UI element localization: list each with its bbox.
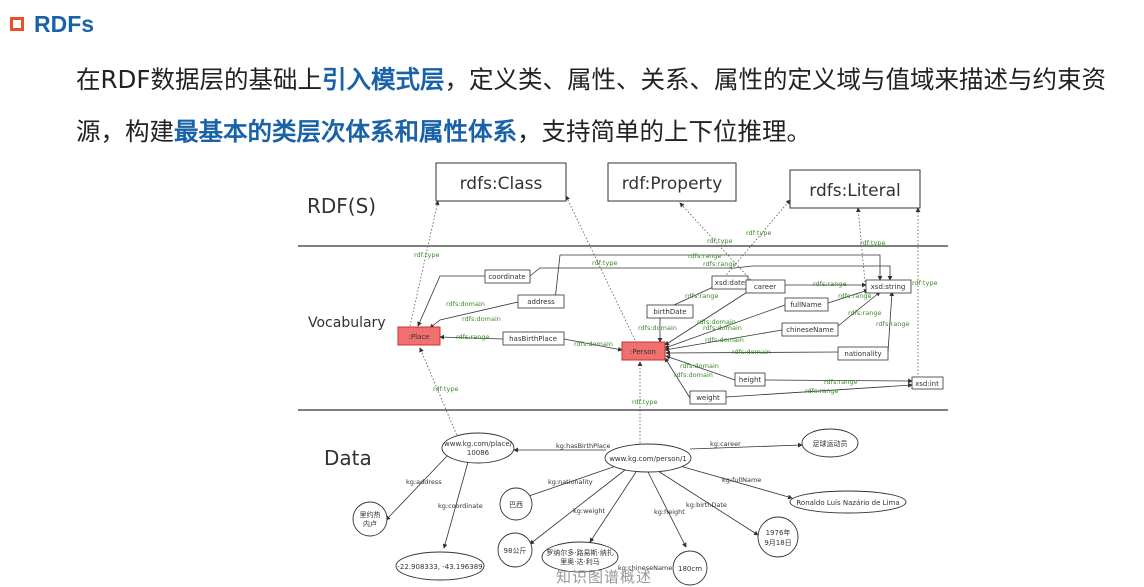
- schema-literal-label: rdfs:Literal: [809, 181, 901, 201]
- schema-literal-box: rdfs:Literal: [789, 169, 921, 209]
- edge-label-height-domain: rdfs:domain: [680, 362, 719, 370]
- vocabulary-edges: [417, 254, 913, 399]
- type-xsd-date: xsd:date: [715, 279, 745, 287]
- edge-label-nationality: kg:nationality: [548, 478, 593, 486]
- edge-label-person-type: rdf:type: [592, 259, 617, 267]
- edge-label-coordinate: kg:coordinate: [438, 502, 483, 510]
- intro-text-1: 在RDF数据层的基础上: [76, 65, 322, 94]
- data-edges: [385, 442, 803, 549]
- edge-label-career-domain: rdfs:domain: [697, 318, 736, 326]
- edge-label-range-2: rdfs:range: [703, 260, 736, 268]
- data-node-coordinate: -22.908333, -43.196389: [397, 563, 482, 571]
- data-node-weight: 98公斤: [504, 546, 527, 555]
- schema-type-links: [409, 195, 921, 443]
- edge-label-birthdate: kg:birthDate: [686, 501, 727, 509]
- edge-label-birthdate-range: rdfs:range: [685, 292, 718, 300]
- edge-label-birthplace-range: rdfs:range: [456, 333, 489, 341]
- data-node-fullname: Ronaldo Luís Nazário de Lima: [796, 499, 899, 507]
- watermark: 知识图谱概述: [556, 568, 653, 586]
- data-node-chinesename-1: 罗纳尔多·路易斯·纳扎: [546, 548, 613, 557]
- edge-label-int-type: rdf:type: [912, 279, 937, 287]
- edge-label-birthdate-domain: rdfs:domain: [638, 324, 677, 332]
- data-node-chinesename-2: 里奥·达·利马: [560, 557, 599, 566]
- schema-property-box: rdf:Property: [607, 162, 737, 202]
- data-node-birthdate-1: 1976年: [766, 528, 791, 537]
- class-node-person: :Person: [621, 341, 666, 361]
- edge-label-career-range: rdfs:range: [813, 280, 846, 288]
- slide-header: RDFs: [10, 8, 94, 40]
- edge-label-range-1: rdfs:range: [688, 252, 721, 260]
- class-node-place: :Place: [397, 326, 441, 346]
- intro-text-2: ，定义类、属性、关系、属性的定义域与值域来描述与约束资源，构建: [76, 65, 1106, 146]
- data-node-address-1: 里约热: [360, 510, 381, 519]
- prop-fullname: fullName: [790, 301, 821, 309]
- edge-label-weight: kg:weight: [573, 507, 605, 515]
- edge-label-weight-range: rdfs:range: [805, 387, 838, 395]
- layer-label-rdfs: RDF(S): [307, 194, 376, 218]
- data-node-career: 足球运动员: [813, 439, 848, 448]
- edge-label-chinesename: kg:chineseName: [618, 564, 672, 572]
- edge-label-property-type: rdf:type: [707, 237, 732, 245]
- edge-label-fullname-range: rdfs:range: [838, 292, 871, 300]
- intro-highlight-1: 引入模式层: [321, 65, 445, 94]
- data-node-birthdate-2: 9月18日: [764, 539, 791, 547]
- prop-height: height: [739, 376, 762, 384]
- type-xsd-int: xsd:int: [915, 380, 939, 388]
- edge-label-coord-domain: rdfs:domain: [446, 300, 485, 308]
- edge-label-string-type: rdf:type: [860, 239, 885, 247]
- edge-label-weight-domain: rdfs:domain: [674, 371, 713, 379]
- edge-label-birthplace-domain: rdfs:domain: [574, 340, 613, 348]
- layer-label-vocabulary: Vocabulary: [308, 315, 386, 331]
- data-node-person: www.kg.com/person/1: [609, 455, 687, 463]
- data-node-height: 180cm: [678, 565, 702, 573]
- data-nodes: [352, 428, 907, 586]
- type-xsd-string: xsd:string: [871, 283, 906, 291]
- prop-chinesename: chineseName: [786, 326, 834, 334]
- prop-coordinate: coordinate: [488, 273, 525, 281]
- intro-text-3: ，支持简单的上下位推理。: [517, 117, 811, 146]
- edge-label-place-type: rdf:type: [414, 251, 439, 259]
- edge-label-career: kg:career: [710, 440, 741, 448]
- edge-label-height: kg:height: [654, 508, 685, 516]
- class-node-place-label: :Place: [409, 333, 430, 341]
- prop-weight: weight: [696, 394, 720, 402]
- prop-hasbirthplace: hasBirthPlace: [509, 335, 557, 343]
- prop-birthdate: birthDate: [653, 308, 686, 316]
- property-nodes: [484, 269, 944, 405]
- edge-label-chinese-range: rdfs:range: [848, 309, 881, 317]
- edge-label-height-range: rdfs:range: [824, 378, 857, 386]
- data-node-place: www.kg.com/place/: [444, 440, 513, 448]
- data-node-nationality: 巴西: [509, 501, 523, 509]
- intro-highlight-2: 最基本的类层次体系和属性体系: [174, 117, 517, 146]
- edge-label-hasbirthplace: kg:hasBirthPlace: [556, 442, 610, 450]
- prop-address: address: [527, 298, 555, 306]
- edge-label-data-place-type: rdf:type: [433, 385, 458, 393]
- square-outline-icon: [10, 17, 24, 31]
- intro-paragraph: 在RDF数据层的基础上引入模式层，定义类、属性、关系、属性的定义域与值域来描述与…: [76, 54, 1136, 158]
- data-node-address-2: 内卢: [363, 519, 377, 528]
- edge-label-nationality-range: rdfs:range: [876, 320, 909, 328]
- prop-career: career: [754, 283, 776, 291]
- edge-label-nationality-domain: rdfs:domain: [732, 348, 771, 356]
- edge-label-chinese-domain: rdfs:domain: [705, 336, 744, 344]
- prop-nationality: nationality: [844, 350, 881, 358]
- schema-class-label: rdfs:Class: [460, 174, 543, 194]
- schema-class-box: rdfs:Class: [435, 162, 567, 202]
- edge-label-fullname: kg:fullName: [722, 476, 761, 484]
- class-node-person-label: :Person: [630, 348, 656, 356]
- edge-label-date-type: rdf:type: [746, 229, 771, 237]
- edge-label-data-person-type: rdf:type: [632, 398, 657, 406]
- edge-label-fullname-domain: rdfs:domain: [703, 324, 742, 332]
- edge-label-address-domain: rdfs:domain: [462, 315, 501, 323]
- schema-property-label: rdf:Property: [622, 174, 723, 194]
- edge-label-address: kg:address: [406, 478, 442, 486]
- slide-title: RDFs: [34, 10, 95, 37]
- layer-label-data: Data: [324, 446, 372, 470]
- data-node-place-id: 10086: [467, 449, 490, 457]
